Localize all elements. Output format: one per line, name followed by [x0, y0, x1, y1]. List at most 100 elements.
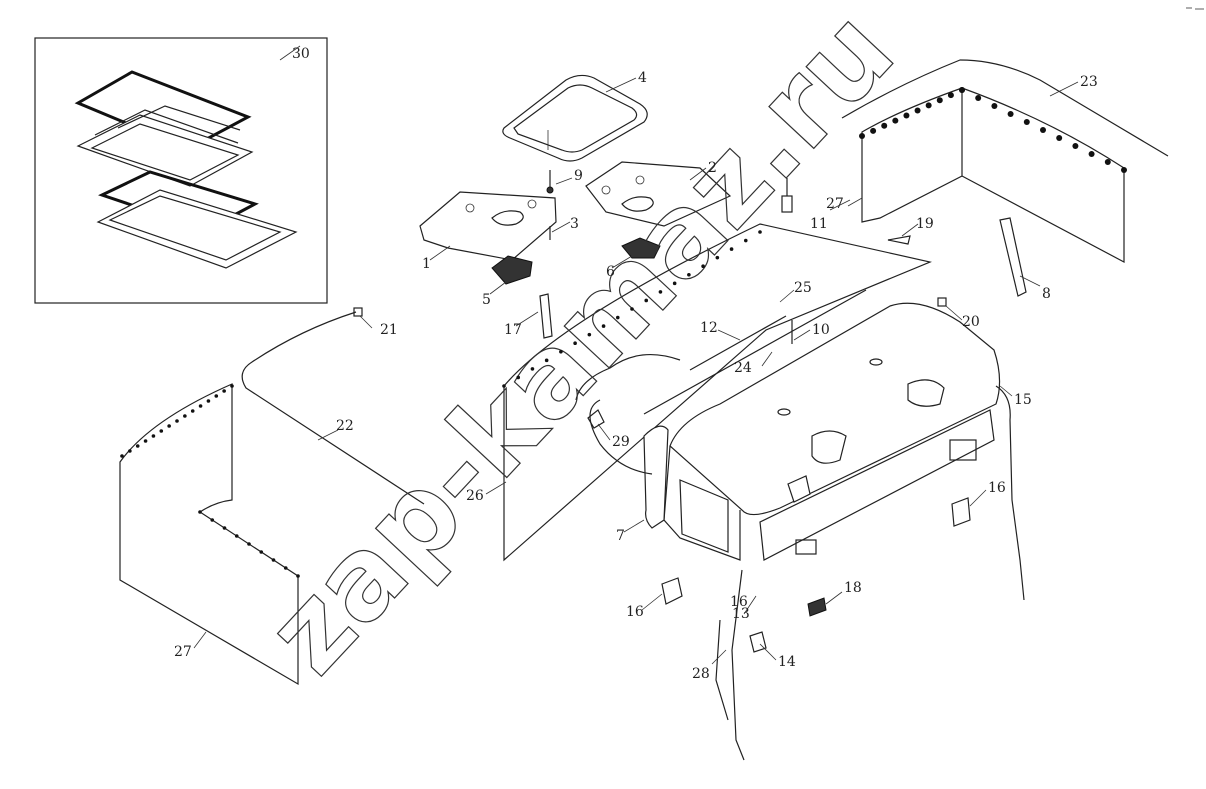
pillar-17 — [539, 293, 553, 339]
curtain-hook-dot — [903, 112, 910, 119]
curtain-hook-dot — [198, 404, 203, 408]
bracket-8 — [999, 217, 1027, 297]
callout-17: 17 — [504, 322, 522, 338]
callout-30: 30 — [292, 46, 310, 62]
curtain-hook-dot — [222, 526, 227, 530]
curtain-hook-dot — [1040, 127, 1046, 133]
curtain-hook-dot — [1121, 167, 1127, 173]
callout-2: 2 — [708, 160, 717, 176]
callout-20: 20 — [962, 314, 980, 330]
curtain-hook-dot — [687, 272, 691, 277]
curtain-hook-dot — [159, 429, 164, 433]
curtain-hook-dot — [758, 230, 762, 234]
callout-4: 4 — [638, 70, 647, 86]
callout-3: 3 — [570, 216, 579, 232]
callout-28: 28 — [692, 666, 710, 682]
curtain-hook-dot — [283, 566, 288, 570]
curtain-hook-dot — [206, 399, 211, 403]
lamp-6 — [621, 237, 661, 259]
callout-9: 9 — [574, 168, 583, 184]
curtain-hook-dot — [1088, 151, 1095, 157]
callout-11: 11 — [810, 216, 828, 232]
curtain-hook-dot — [991, 103, 998, 109]
curtain-hook-dot — [230, 384, 234, 388]
curtain-hook-dot — [1023, 119, 1030, 125]
curtain-left — [119, 383, 299, 686]
leader-lines — [193, 45, 1079, 665]
curtain-hook-dot — [234, 534, 239, 538]
curtain-hook-dot — [530, 367, 535, 371]
curtain-hook-dot — [975, 95, 982, 101]
curtain-hook-dot — [214, 394, 219, 398]
curtain-hook-dot — [167, 424, 171, 428]
curtain-hook-dot — [190, 409, 195, 413]
curtain-hook-dot — [701, 264, 705, 269]
curtain-hook-dot — [544, 358, 549, 363]
curtain-hook-dot — [259, 550, 264, 554]
curtain-hook-dot — [959, 87, 965, 93]
callout-23: 23 — [1080, 74, 1098, 90]
curtain-hook-dot — [296, 574, 300, 578]
curtain-hook-dot — [271, 558, 276, 562]
curtain-hook-dot — [743, 238, 748, 243]
curtain-hook-dot — [729, 247, 734, 251]
fasteners — [353, 170, 947, 429]
curtain-hook-dot — [881, 122, 888, 129]
curtain-hook-dot — [222, 389, 226, 393]
callout-27b: 27 — [174, 644, 192, 660]
pillar-7 — [643, 425, 669, 529]
callout-29: 29 — [612, 434, 630, 450]
callout-21: 21 — [380, 322, 398, 338]
curtain-hook-dot — [925, 102, 932, 109]
callout-16b: 16 — [988, 480, 1006, 496]
curtain-hook-dot — [135, 444, 140, 448]
curtain-hook-dot — [936, 97, 943, 104]
curtain-rear — [861, 87, 1125, 263]
curtain-hook-dot — [516, 375, 521, 380]
curtain-hook-dot — [870, 127, 877, 134]
callout-13: 13 — [732, 606, 750, 622]
callout-8: 8 — [1042, 286, 1051, 302]
callout-labels: 1 2 3 4 5 6 7 8 9 10 11 12 13 14 15 16 1… — [174, 46, 1098, 682]
rail-roof — [643, 289, 867, 415]
curtain-hook-dot — [143, 439, 148, 443]
curtain-hook-dot — [198, 510, 202, 514]
callout-12: 12 — [700, 320, 718, 336]
callout-16c: 16 — [730, 594, 748, 610]
curtain-hook-dot — [672, 281, 677, 286]
callout-6: 6 — [606, 264, 615, 280]
lamp-5 — [491, 255, 533, 285]
callout-16a: 16 — [626, 604, 644, 620]
callout-14: 14 — [778, 654, 796, 670]
corner-mark — [1186, 7, 1204, 10]
callout-15: 15 — [1014, 392, 1032, 408]
callout-7: 7 — [616, 528, 625, 544]
inset-hatch-assembly — [34, 37, 328, 304]
callout-1: 1 — [422, 256, 431, 272]
curtain-hook-dot — [601, 324, 606, 328]
curtain-hook-dot — [120, 454, 124, 458]
callout-27a: 27 — [826, 196, 844, 212]
callout-22: 22 — [336, 418, 354, 434]
callout-18: 18 — [844, 580, 862, 596]
trim-panel-left — [419, 191, 557, 261]
brackets — [661, 497, 971, 653]
callout-19: 19 — [916, 216, 934, 232]
curtain-hook-dot — [175, 419, 179, 423]
curtain-hook-dot — [658, 290, 663, 294]
wiring-harness — [575, 354, 1025, 761]
curtain-hook-dot — [1007, 111, 1014, 117]
curtain-hook-dot — [210, 518, 215, 522]
curtain-hook-dot — [859, 133, 865, 139]
curtain-hook-dot — [151, 434, 156, 438]
curtain-hook-dot — [247, 542, 251, 546]
curtain-hook-dot — [615, 315, 620, 320]
curtain-hook-dot — [1072, 143, 1079, 149]
curtain-hook-dot — [183, 414, 187, 418]
curtain-hook-dot — [559, 349, 563, 354]
rail-left — [241, 311, 425, 505]
curtain-mid — [503, 223, 932, 562]
curtain-hook-dot — [914, 107, 921, 114]
callout-25: 25 — [794, 280, 812, 296]
